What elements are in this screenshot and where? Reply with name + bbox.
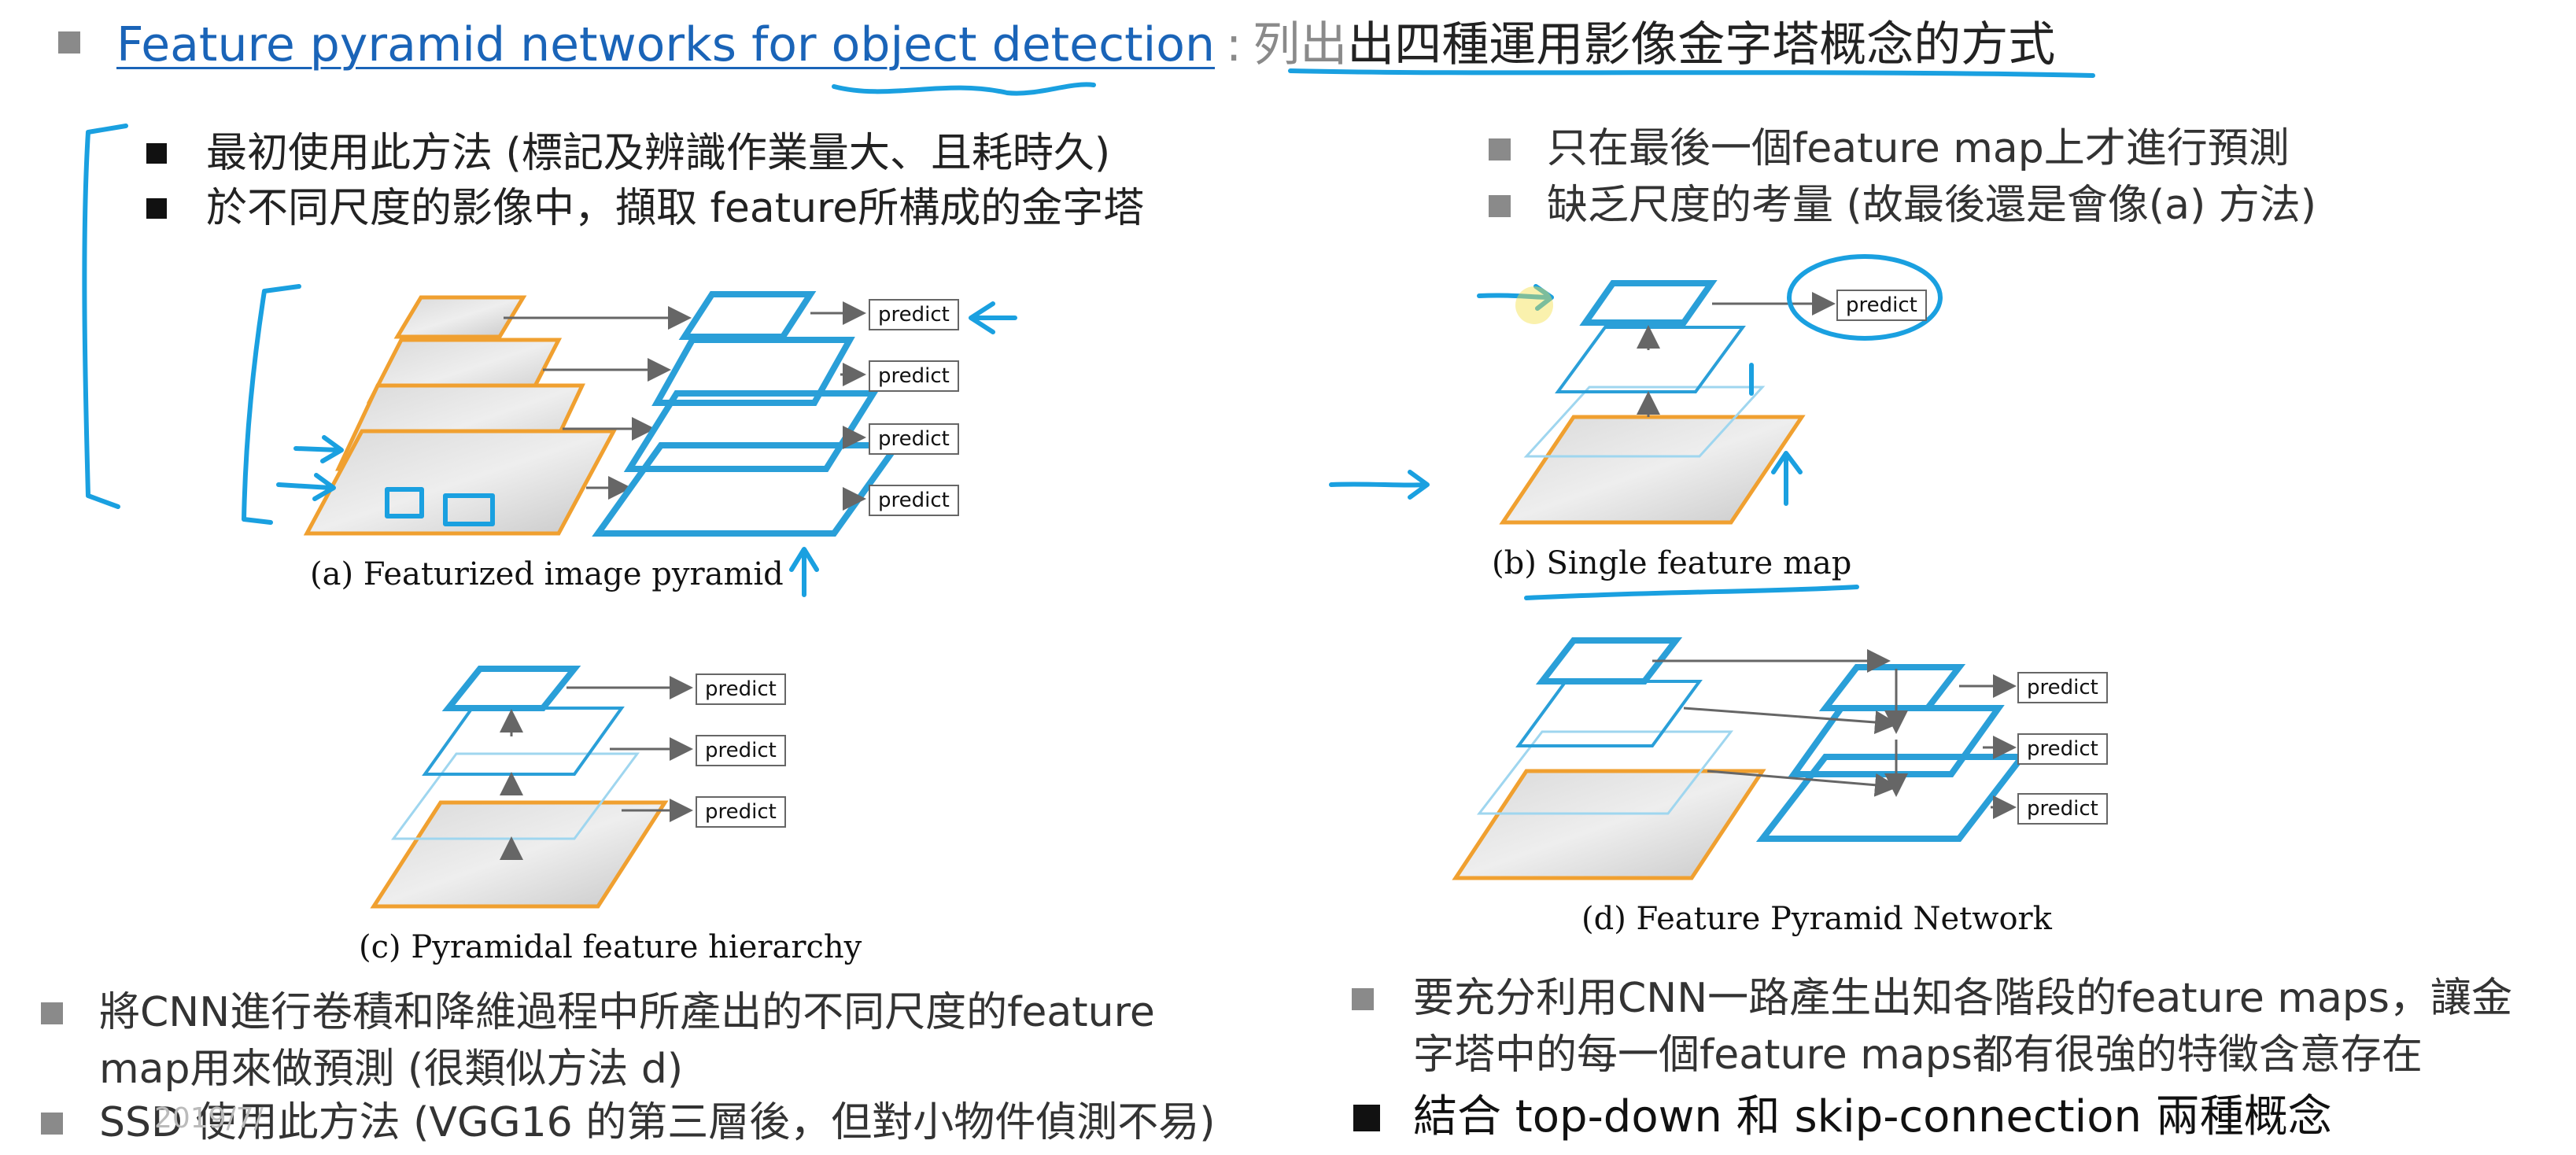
box-annotation-2 xyxy=(443,493,495,526)
header-underline-stroke xyxy=(832,82,1096,96)
fig-c-feature-3 xyxy=(391,752,640,840)
fig-c-predict-3: predict xyxy=(696,796,786,828)
header-title-rest: 出四種運用影像金字塔概念的方式 xyxy=(1347,17,2056,72)
fig-b-feature-3 xyxy=(1523,386,1766,458)
arrow-up-b-2 xyxy=(1771,451,1803,506)
fig-c-caption: (c) Pyramidal feature hierarchy xyxy=(359,929,862,965)
left-bracket-outer xyxy=(82,124,128,509)
predict-circle xyxy=(1787,254,1943,341)
arrow-right-b-top xyxy=(1477,284,1554,311)
paper-link[interactable]: Feature pyramid networks for object dete… xyxy=(116,17,1215,72)
right-bottom-bullet-1-line2: 字塔中的每一個feature maps都有很強的特徵含意存在 xyxy=(1413,1031,2423,1079)
fig-a-caption: (a) Featurized image pyramid xyxy=(310,556,784,592)
pen-annotations xyxy=(82,68,2095,600)
right-bottom-bullet-1-marker xyxy=(1352,988,1374,1010)
figure-d xyxy=(1452,637,2029,880)
arrow-layer-4 xyxy=(276,473,336,501)
right-top-bullet-1-marker xyxy=(1489,138,1511,161)
left-bottom-bullet-2: SSD 使用此方法 (VGG16 的第三層後，但對小物件偵測不易) xyxy=(99,1099,1216,1146)
fig-a-feature-2 xyxy=(651,337,855,406)
fig-d-bottomup-3 xyxy=(1476,730,1734,815)
right-top-bullet-1: 只在最後一個feature map上才進行預測 xyxy=(1547,125,2290,172)
box-annotation-1 xyxy=(385,487,424,518)
left-top-bullet-2-marker xyxy=(146,198,167,219)
left-bottom-bullet-1-line2: map用來做預測 (很類似方法 d) xyxy=(99,1046,684,1093)
figure-c xyxy=(370,666,693,909)
right-bottom-bullet-2-marker xyxy=(1353,1105,1380,1131)
fig-d-topdown-1 xyxy=(1818,664,1966,711)
figure-b xyxy=(1499,280,1836,525)
figure-a xyxy=(303,291,903,537)
fig-b-feature-2 xyxy=(1555,326,1746,393)
right-bottom-bullet-2: 結合 top-down 和 skip-connection 兩種概念 xyxy=(1413,1091,2332,1142)
left-bottom-bullet-1-marker xyxy=(41,1002,63,1024)
left-top-bullet-2: 於不同尺度的影像中，擷取 feature所構成的金字塔 xyxy=(206,185,1145,232)
fig-b-predict: predict xyxy=(1836,290,1927,321)
fig-d-bottomup-1 xyxy=(1535,637,1683,685)
header-bullet xyxy=(58,31,80,54)
left-top-bullet-1: 最初使用此方法 (標記及辨識作業量大、且耗時久) xyxy=(206,130,1111,177)
fig-a-image-1 xyxy=(393,295,527,339)
fig-c-image xyxy=(370,800,669,909)
fig-d-topdown-2 xyxy=(1788,705,2005,777)
fig-a-predict-2: predict xyxy=(869,360,959,392)
fig-a-predict-1: predict xyxy=(869,299,959,330)
arrow-right-b xyxy=(1329,470,1430,500)
fig-a-feature-3 xyxy=(623,390,880,472)
right-top-bullet-2-marker xyxy=(1489,195,1511,217)
fig-d-predict-1: predict xyxy=(2017,672,2108,703)
header-line: Feature pyramid networks for object dete… xyxy=(116,17,2055,72)
left-bracket-inner xyxy=(242,284,301,525)
header-grey-text: 列出 xyxy=(1253,17,1348,72)
left-bottom-bullet-2-marker xyxy=(41,1113,63,1135)
left-bottom-bullet-1-line1: 將CNN進行卷積和降維過程中所產出的不同尺度的feature xyxy=(99,989,1155,1036)
fig-a-feature-1 xyxy=(678,291,817,340)
fig-c-feature-2 xyxy=(422,707,625,776)
fig-c-feature-1 xyxy=(441,666,581,711)
fig-a-feature-4 xyxy=(592,442,903,537)
fig-c-predict-1: predict xyxy=(696,673,786,705)
cursor-highlight xyxy=(1515,286,1553,324)
fig-a-image-4 xyxy=(303,429,618,536)
header-separator: : xyxy=(1226,17,1242,72)
arrow-up-a xyxy=(789,547,819,597)
fig-c-predict-2: predict xyxy=(696,735,786,766)
caption-b-underline xyxy=(1524,585,1859,600)
fig-a-predict-3: predict xyxy=(869,423,959,455)
left-top-bullet-1-marker xyxy=(146,143,167,164)
fig-d-topdown-3 xyxy=(1755,754,2029,842)
right-bottom-bullet-1-line1: 要充分利用CNN一路產生出知各階段的feature maps，讓金 xyxy=(1413,975,2512,1022)
arrow-layer-3 xyxy=(293,435,344,463)
slide-date-overlap: 2019/7/ xyxy=(154,1102,264,1135)
fig-a-predict-4: predict xyxy=(869,485,959,516)
fig-d-image xyxy=(1452,769,1766,880)
fig-b-image xyxy=(1499,415,1806,525)
fig-d-bottomup-2 xyxy=(1515,680,1703,747)
right-top-bullet-2: 缺乏尺度的考量 (故最後還是會像(a) 方法) xyxy=(1547,182,2317,229)
fig-d-caption: (d) Feature Pyramid Network xyxy=(1581,901,2052,937)
fig-d-predict-3: predict xyxy=(2017,793,2108,825)
fig-b-caption: (b) Single feature map xyxy=(1492,545,1852,581)
arrow-left-1 xyxy=(969,301,1017,334)
fig-b-feature-1 xyxy=(1579,280,1718,326)
fig-d-predict-2: predict xyxy=(2017,733,2108,765)
header-underline-stroke-2 xyxy=(1288,68,2095,78)
